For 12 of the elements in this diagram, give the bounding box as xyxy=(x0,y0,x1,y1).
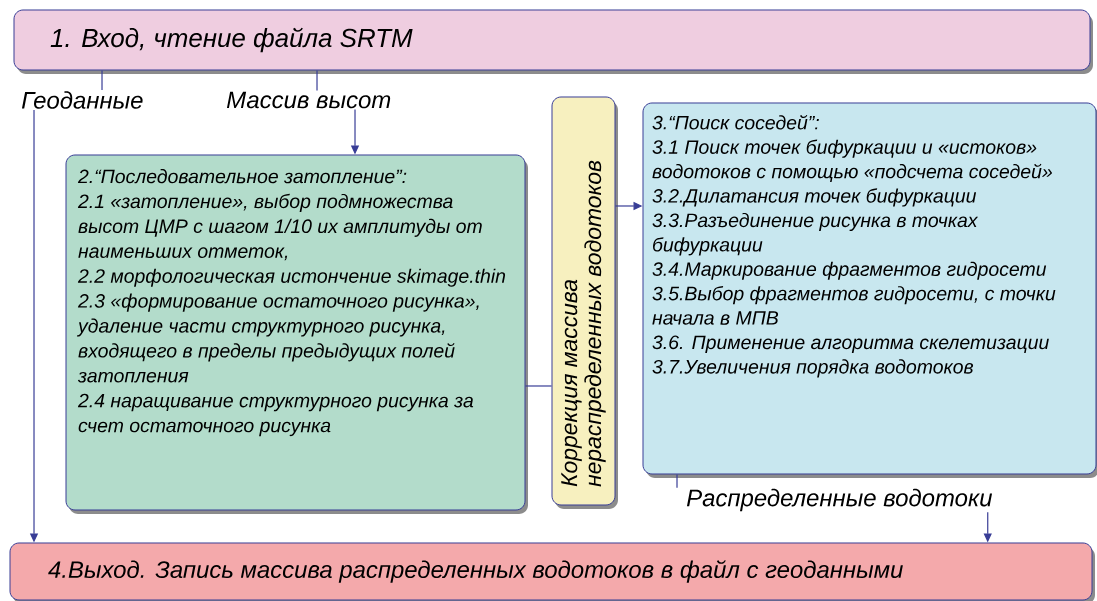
output-box: 4.Выход. Запись массива распределенных водотоков в файл с геоданными xyxy=(9,542,1095,601)
connector-line xyxy=(676,473,678,489)
process-box: 2.“Последовательное затопление”: 2.1 «затопление», выбор подмножества высот ЦМР с шагом 1/10 их амплитуды от наименьших отметок, 2.2 морфологическая истончение skimage.thin 2.3 «формирование остаточного рисунка», удаление части структурного рисунка, входящего в пределы предыдущих полей затопления 2.4 наращивание структурного рисунка за счет остаточного рисунка xyxy=(65,154,528,514)
connector-line xyxy=(316,69,318,92)
process-box: 3.“Поиск соседей”: 3.1 Поиск точек бифуркации и «истоков» водотоков с помощью «подсчета соседей» 3.2.Дилатансия точек бифуркации 3.3.Разъединение рисунка в точках бифуркации 3.4.Маркирование фрагментов гидросети 3.5.Выбор фрагментов гидросети, с точки начала в МПВ 3.6. Применение алгоритма скелетизации 3.7.Увеличения порядка водотоков xyxy=(642,102,1097,478)
connector-line xyxy=(101,69,103,91)
process-box: Коррекция массива нераспределенных водотоков xyxy=(551,96,618,509)
flow-label: Геоданные xyxy=(21,91,143,109)
connector-line xyxy=(524,385,553,387)
flow-label: Распределенные водотоки xyxy=(686,488,993,512)
flow-label: Массив высот xyxy=(226,91,391,109)
process-box: 1. Вход, чтение файла SRTM xyxy=(13,9,1093,74)
